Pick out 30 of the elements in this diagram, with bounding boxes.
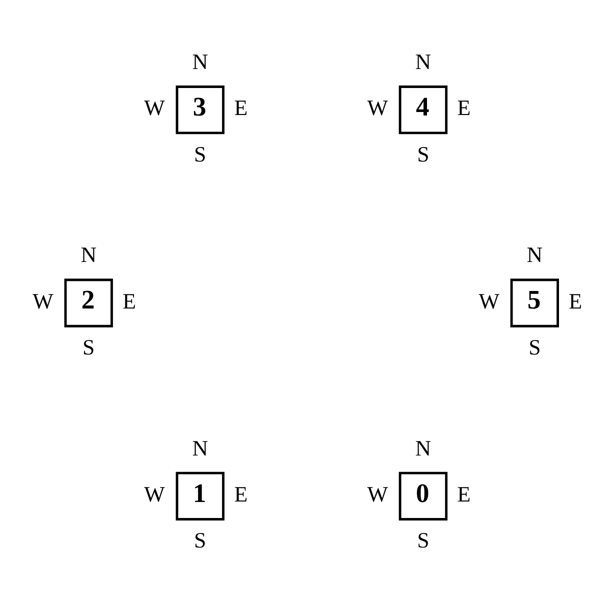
node-label: S [82, 334, 95, 360]
node-label: E [234, 481, 248, 506]
node-label: S [528, 334, 541, 360]
node-box: 4 [398, 85, 448, 134]
node-label: E [457, 94, 471, 120]
node-box: 3 [176, 85, 224, 134]
node-label: W [478, 288, 500, 313]
node-label: N [80, 242, 97, 267]
node-label: E [457, 481, 471, 506]
node-label: W [367, 481, 388, 506]
node-label: E [568, 288, 582, 313]
node-label: E [122, 288, 136, 313]
node-label: W [144, 481, 165, 506]
node-box: 2 [64, 278, 113, 327]
node-label: S [194, 140, 206, 166]
node-label: W [32, 288, 54, 313]
node-label: E [234, 94, 248, 120]
node-box: 0 [398, 471, 448, 520]
node-label: N [192, 48, 208, 74]
node-box: 1 [176, 471, 224, 520]
node-box: 5 [510, 278, 559, 327]
node-label: S [417, 140, 430, 166]
node-label: S [194, 527, 206, 552]
node-label: N [415, 434, 432, 460]
node-label: W [144, 94, 165, 120]
node-label: W [367, 94, 388, 120]
node-label: N [526, 242, 543, 267]
node-label: N [415, 48, 432, 74]
node-label: S [417, 527, 430, 552]
node-label: N [192, 434, 208, 460]
